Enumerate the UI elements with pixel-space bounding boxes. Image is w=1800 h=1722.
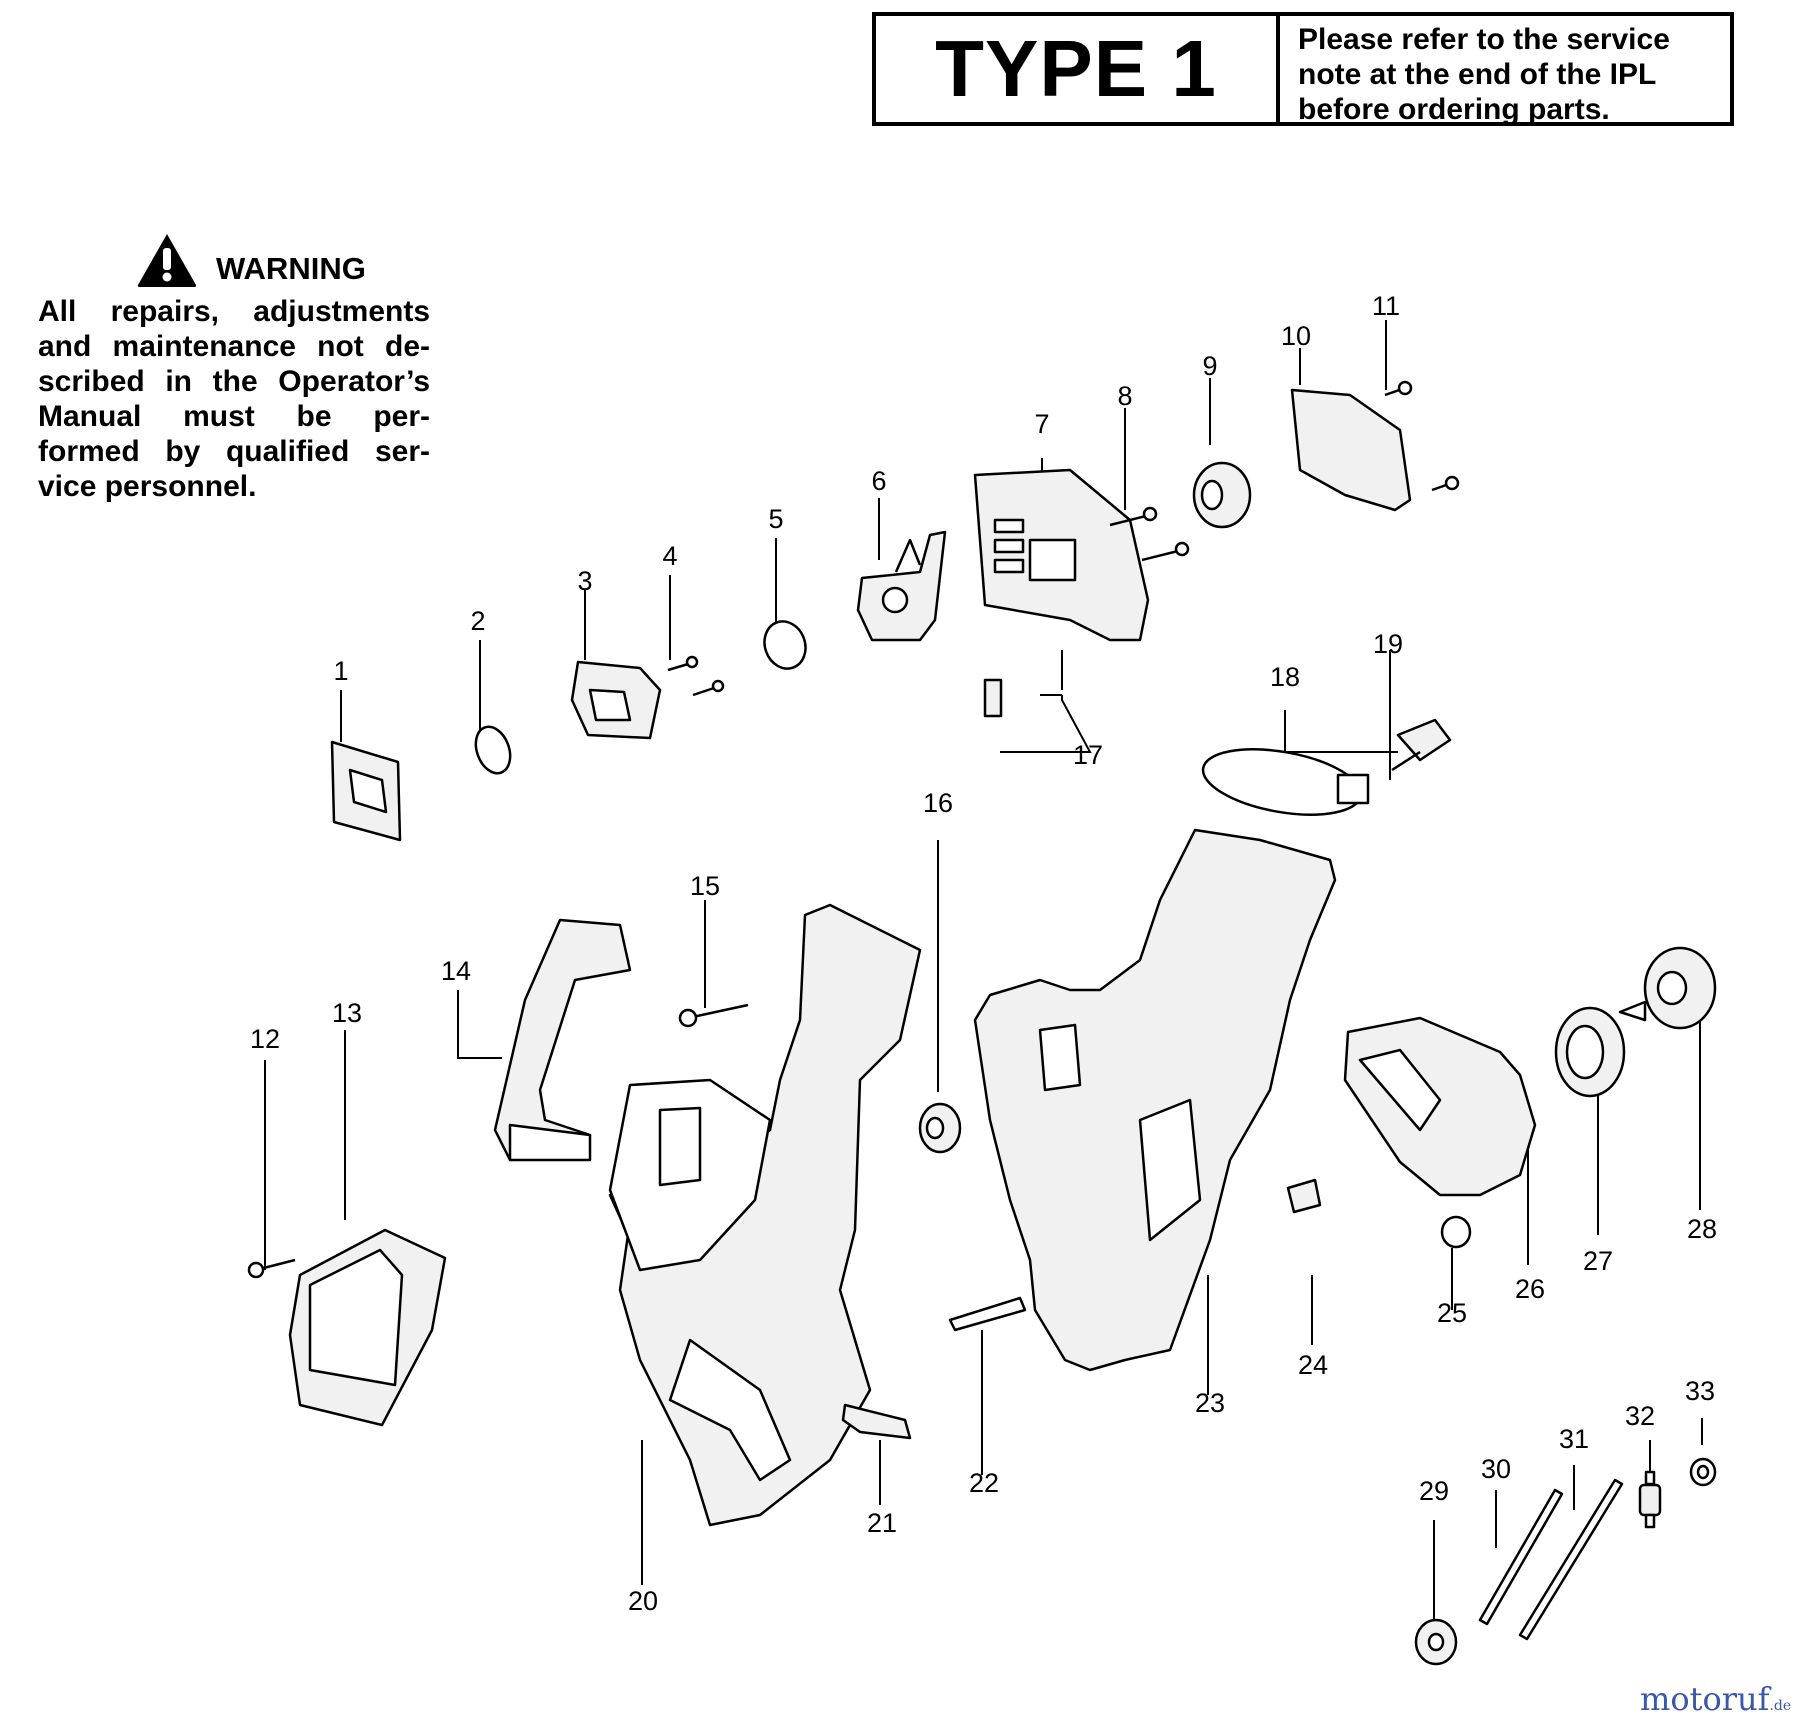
part-32-fuel-filter [1638,1470,1662,1529]
part-number-label: 2 [470,606,485,636]
warning-text-line: formed by qualified ser- [38,435,430,468]
part-1-gasket [330,740,402,842]
warning-header: WARNING [136,232,430,288]
warning-block: WARNING All repairs, adjustments and mai… [38,232,430,504]
part-20-housing [608,903,922,1527]
part-4-screws [667,655,725,697]
part-number-label: 19 [1373,629,1403,659]
part-23-fan-housing [973,828,1337,1372]
warning-title: WARNING [216,251,366,286]
part-number-label: 13 [332,998,362,1028]
part-number-label: 28 [1687,1214,1717,1244]
warning-text-line: All repairs, adjustments [38,295,430,328]
part-number-label: 3 [577,566,592,596]
service-note-line: note at the end of the IPL [1298,58,1657,91]
part-number-label: 1 [333,656,348,686]
part-number-label: 10 [1281,321,1311,351]
part-31-fuel-line [1518,1478,1624,1641]
part-24-tab [1286,1178,1322,1214]
part-number-label: 27 [1583,1246,1613,1276]
part-number-label: 23 [1195,1388,1225,1418]
part-number-label: 29 [1419,1476,1449,1506]
part-number-label: 30 [1481,1454,1511,1484]
part-number-label: 24 [1298,1350,1328,1380]
part-number-label: 16 [923,788,953,818]
part-10-cover [1290,388,1412,512]
part-3-adapter [570,660,662,740]
service-note: Please refer to the service note at the … [1280,16,1730,126]
part-12-screw [247,1258,296,1279]
part-22-shaft [948,1296,1027,1332]
part-28-cap [1618,946,1717,1030]
watermark-logo: motoruf.de [1640,1680,1791,1718]
part-5-oring [763,620,807,670]
part-13-engine-cover [288,1228,447,1427]
watermark-main: motoruf [1640,1680,1770,1718]
part-16-gear [918,1102,962,1154]
part-number-label: 5 [768,504,783,534]
part-8-screws [1109,506,1190,562]
part-2-seal [474,725,512,775]
warning-triangle-icon [137,234,197,287]
service-note-line: Please refer to the service [1298,23,1670,56]
part-number-label: 20 [628,1586,658,1616]
warning-text-line: vice personnel. [38,470,257,503]
part-7-air-box [973,468,1150,642]
warning-text-line: and maintenance not de- [38,330,430,363]
part-number-label: 15 [690,871,720,901]
watermark-suffix: .de [1769,1698,1792,1714]
part-number-label: 6 [871,466,886,496]
part-number-label: 12 [250,1024,280,1054]
part-26-filter-housing [1343,1016,1537,1197]
warning-text-line: Manual must be per- [38,400,430,433]
part-18-clamp [1201,748,1370,816]
part-11-screws [1384,380,1460,492]
part-number-label: 26 [1515,1274,1545,1304]
part-33-grommet [1689,1457,1717,1487]
part-number-label: 17 [1073,740,1103,770]
part-14-handle [493,918,632,1162]
part-number-label: 33 [1685,1376,1715,1406]
part-30-fuel-line [1478,1488,1564,1626]
type-box: TYPE 1 Please refer to the service note … [872,12,1734,126]
part-number-label: 21 [867,1508,897,1538]
part-21-clip [841,1403,912,1440]
part-number-label: 7 [1034,409,1049,439]
part-number-label: 31 [1559,1424,1589,1454]
part-25-plug [1440,1215,1472,1249]
part-17-spacer [983,678,1003,718]
part-number-label: 18 [1270,662,1300,692]
part-number-label: 14 [441,956,471,986]
part-6-carburetor [856,530,947,642]
part-number-label: 4 [662,541,677,571]
part-number-label: 25 [1437,1298,1467,1328]
part-number-label: 9 [1202,351,1217,381]
leader-lines [264,320,1703,1620]
part-15-screw [678,1003,749,1028]
part-19-knob [1391,718,1452,772]
part-number-labels: 1 2 3 4 5 6 7 8 9 10 11 12 13 14 15 16 1… [250,291,1717,1616]
part-number-label: 8 [1117,381,1132,411]
warning-text-line: scribed in the Operator’s [38,365,430,398]
part-9-bushing [1192,461,1252,529]
part-29-grommet [1414,1618,1458,1666]
part-number-label: 22 [969,1468,999,1498]
service-note-line: before ordering parts. [1298,93,1610,126]
part-number-label: 11 [1372,291,1400,321]
part-number-label: 32 [1625,1401,1655,1431]
part-27-ring [1554,1006,1626,1098]
type-title: TYPE 1 [876,16,1280,122]
